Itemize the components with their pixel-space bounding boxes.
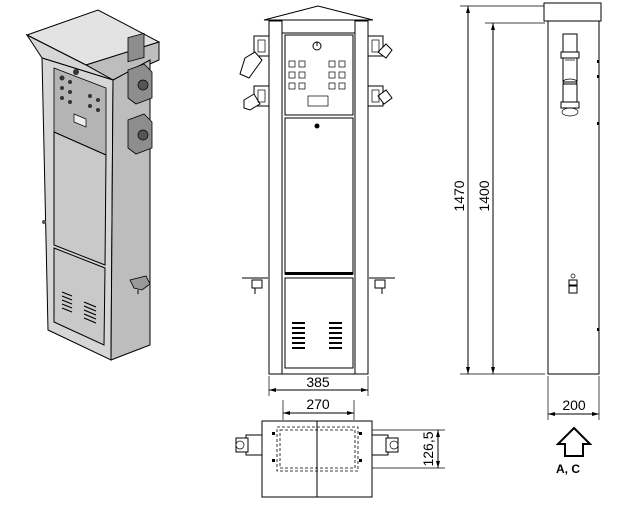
dimension-270: 270	[282, 396, 355, 420]
side-socket-2	[560, 83, 580, 117]
dim-width-inner: 270	[306, 396, 330, 412]
dim-height-total: 1470	[451, 180, 467, 211]
dimension-1470: 1470	[451, 5, 545, 375]
dim-width-outer: 385	[306, 374, 330, 390]
dim-side-width: 200	[562, 397, 586, 413]
view-arrow-icon	[555, 426, 593, 457]
top-view	[235, 420, 399, 498]
dim-depth: 126,5	[420, 431, 436, 466]
iso-socket-2	[127, 113, 153, 155]
dimension-385: 385	[268, 374, 369, 396]
view-arrow-label: A, C	[556, 462, 580, 476]
front-socket-right-1	[367, 35, 393, 59]
dimension-1400: 1400	[476, 22, 545, 374]
dim-height-body: 1400	[476, 180, 492, 211]
front-view	[239, 5, 395, 375]
front-socket-right-2	[367, 85, 393, 107]
top-socket-right	[371, 434, 399, 456]
dimension-126-5: 126,5	[372, 429, 445, 469]
front-socket-left-1	[239, 35, 270, 79]
side-socket-1	[560, 33, 580, 86]
dimension-200: 200	[547, 376, 600, 420]
front-socket-left-2	[243, 85, 270, 111]
side-view	[543, 2, 602, 375]
front-tap-right	[369, 277, 395, 294]
top-socket-left	[235, 434, 263, 456]
side-tap	[568, 273, 578, 294]
iso-tap	[129, 275, 151, 294]
isometric-view	[25, 9, 161, 361]
front-tap-left	[242, 277, 268, 294]
iso-socket-1	[127, 32, 153, 105]
